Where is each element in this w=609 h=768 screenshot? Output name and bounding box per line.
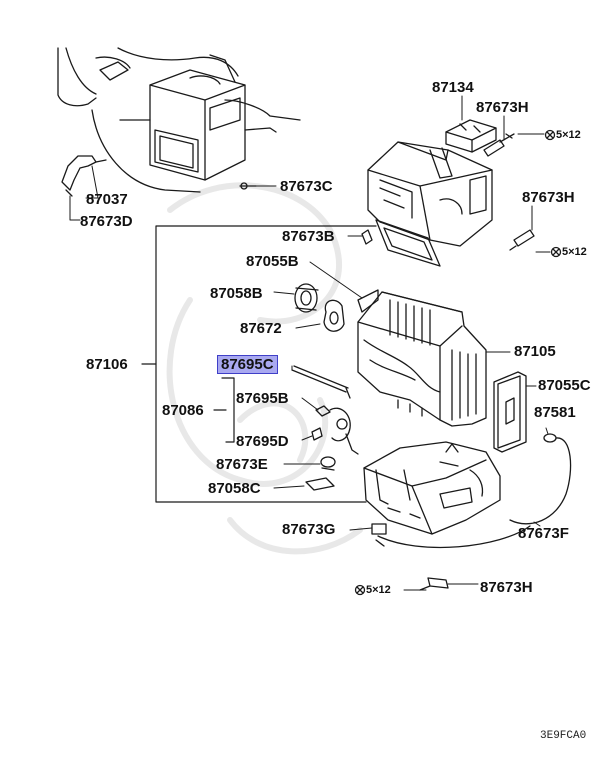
callout-87673G[interactable]: 87673G [282, 521, 336, 538]
callout-87673C[interactable]: 87673C [280, 178, 333, 195]
part-87673E-foam [320, 456, 336, 471]
callout-87106[interactable]: 87106 [86, 356, 128, 373]
callout-87134[interactable]: 87134 [432, 79, 474, 96]
diagram-code: 3E9FCA0 [540, 730, 587, 742]
dashboard-blower-unit [57, 47, 301, 193]
part-87105-evaporator [357, 291, 487, 427]
screw-symbol-top [544, 129, 556, 141]
callout-87058B[interactable]: 87058B [210, 285, 263, 302]
screw-symbol-right [550, 246, 562, 258]
callout-87581[interactable]: 87581 [534, 404, 576, 421]
callout-87105[interactable]: 87105 [514, 343, 556, 360]
part-87695B-sensor [315, 405, 359, 455]
screw-spec-right: 5×12 [562, 246, 587, 258]
part-87058C-tape [305, 477, 335, 491]
part-87058B-grommet [294, 283, 319, 313]
screw-spec-bottom: 5×12 [366, 584, 391, 596]
leader-lines [69, 95, 551, 591]
watermark [166, 182, 363, 555]
callout-87058C[interactable]: 87058C [208, 480, 261, 497]
lower-case-assembly [363, 441, 501, 535]
part-87672-seal [323, 299, 345, 332]
bracket-87086 [213, 377, 235, 443]
part-87695D-clip [311, 427, 323, 441]
part-87037-bracket [61, 155, 107, 197]
part-87673B-packing [361, 219, 441, 267]
callout-87695B[interactable]: 87695B [236, 390, 289, 407]
callout-87086[interactable]: 87086 [162, 402, 204, 419]
part-87055B-packing [357, 289, 379, 313]
callout-87673E[interactable]: 87673E [216, 456, 268, 473]
callout-87055B[interactable]: 87055B [246, 253, 299, 270]
callout-87055C[interactable]: 87055C [538, 377, 591, 394]
part-87581-harness [439, 433, 572, 525]
part-87695C-tube [291, 365, 351, 399]
screw-spec-top: 5×12 [556, 129, 581, 141]
part-87673F-wire [377, 525, 531, 549]
callout-87673H-right[interactable]: 87673H [522, 189, 575, 206]
callout-87673H-bottom[interactable]: 87673H [480, 579, 533, 596]
callout-87673B[interactable]: 87673B [282, 228, 335, 245]
part-87673H-screw-bottom [419, 577, 449, 591]
callout-87037[interactable]: 87037 [86, 191, 128, 208]
part-87673G-clip [371, 523, 387, 547]
callout-87672[interactable]: 87672 [240, 320, 282, 337]
part-87673C-screw [239, 182, 257, 190]
part-87673H-screw-right [509, 229, 535, 251]
bracket-87106 [141, 225, 377, 503]
part-87673H-screw-top [483, 133, 515, 157]
part-87055C-packing [493, 371, 527, 453]
part-87134-resistor [445, 119, 497, 153]
callout-87673D[interactable]: 87673D [80, 213, 133, 230]
upper-case-assembly [367, 141, 493, 247]
callout-87673F[interactable]: 87673F [518, 525, 569, 542]
callout-87695C-highlighted[interactable]: 87695C [217, 355, 278, 374]
screw-symbol-bottom [354, 584, 366, 596]
callout-87695D[interactable]: 87695D [236, 433, 289, 450]
callout-87673H-top[interactable]: 87673H [476, 99, 529, 116]
